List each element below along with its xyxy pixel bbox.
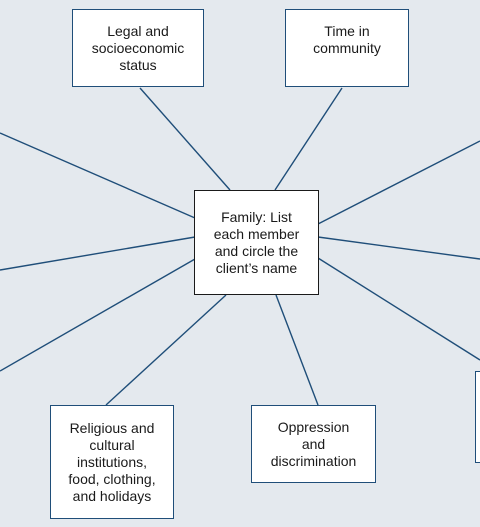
node-time-in-community: Time in community	[285, 9, 409, 87]
connector-time	[274, 87, 343, 191]
node-family-center-label: Family: List each member and circle the …	[213, 208, 300, 276]
connector-upper-right	[317, 140, 480, 225]
connector-oppression	[275, 294, 319, 406]
connector-middle-left	[0, 236, 196, 271]
node-partial-right	[475, 371, 480, 463]
node-legal-status: Legal and socioeconomic status	[72, 9, 204, 87]
node-religious-cultural: Religious and cultural institutions, foo…	[50, 405, 174, 519]
node-family-center: Family: List each member and circle the …	[194, 190, 319, 295]
connector-legal	[139, 87, 231, 191]
node-religious-cultural-label: Religious and cultural institutions, foo…	[68, 419, 156, 504]
node-oppression-discrimination-label: Oppression and discrimination	[270, 419, 357, 469]
node-oppression-discrimination: Oppression and discrimination	[251, 405, 376, 483]
connector-lower-right	[317, 257, 480, 361]
connector-upper-left	[0, 132, 196, 219]
node-legal-status-label: Legal and socioeconomic status	[91, 22, 185, 73]
connector-lower-left	[0, 258, 196, 372]
connector-religious	[105, 294, 227, 406]
connector-middle-right	[317, 236, 480, 260]
node-time-in-community-label: Time in community	[313, 23, 381, 56]
